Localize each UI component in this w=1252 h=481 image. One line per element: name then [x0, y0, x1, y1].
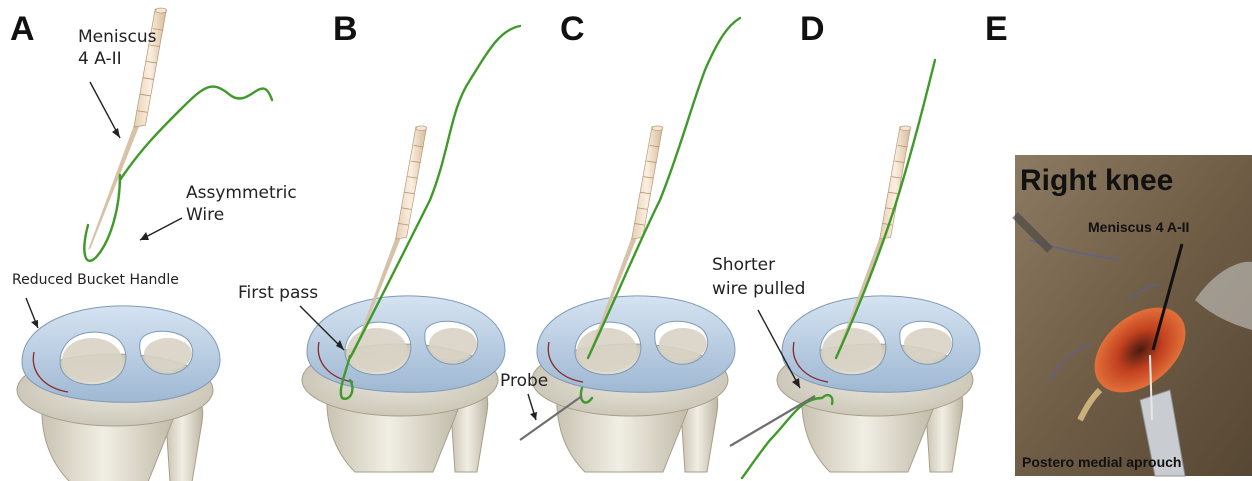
- arrowhead-tear-a: [31, 320, 38, 328]
- label-pass-b: First pass: [238, 283, 318, 303]
- panel-letter-c: C: [560, 10, 585, 48]
- panel-c: C Probe: [500, 10, 740, 472]
- panel-a: A Meniscus 4 A-II Assymmetric Wire Reduc…: [10, 8, 297, 481]
- knee-joint-illustration-b: [302, 296, 505, 472]
- panel-e: E Right knee Meniscus 4 A-II Postero med…: [985, 10, 1252, 476]
- label-tear-a: Reduced Bucket Handle: [12, 272, 179, 288]
- label-pull-line2-d: wire pulled: [712, 279, 805, 299]
- label-wire-line1-a: Assymmetric: [186, 183, 297, 203]
- knee-joint-illustration-a: [17, 306, 220, 481]
- label-probe-c: Probe: [500, 371, 548, 391]
- label-pull-line1-d: Shorter: [712, 255, 775, 275]
- photo-device-label-e: Meniscus 4 A-II: [1088, 219, 1189, 235]
- surgical-photo: Right knee Meniscus 4 A-II Postero media…: [1015, 155, 1252, 476]
- panel-letter-a: A: [10, 10, 35, 48]
- panel-letter-b: B: [333, 10, 358, 48]
- panel-d: D Shorter wire pulled: [712, 10, 980, 478]
- label-wire-line2-a: Wire: [186, 205, 224, 225]
- label-device-line2-a: 4 A-II: [78, 49, 122, 69]
- panel-letter-d: D: [800, 10, 825, 48]
- arrow-device-a: [90, 82, 120, 138]
- suture-wire-a: [84, 87, 272, 261]
- arrowhead-device-a: [112, 128, 120, 138]
- arrowhead-probe-c: [530, 412, 537, 420]
- photo-title-e: Right knee: [1020, 164, 1173, 197]
- photo-footer-e: Postero medial aprouch: [1022, 454, 1181, 470]
- knee-joint-illustration-d: [777, 296, 980, 472]
- panel-b: B First pass: [238, 10, 520, 472]
- panel-letter-e: E: [985, 10, 1008, 48]
- knee-joint-illustration-c: [532, 296, 735, 472]
- label-device-line1-a: Meniscus: [78, 27, 157, 47]
